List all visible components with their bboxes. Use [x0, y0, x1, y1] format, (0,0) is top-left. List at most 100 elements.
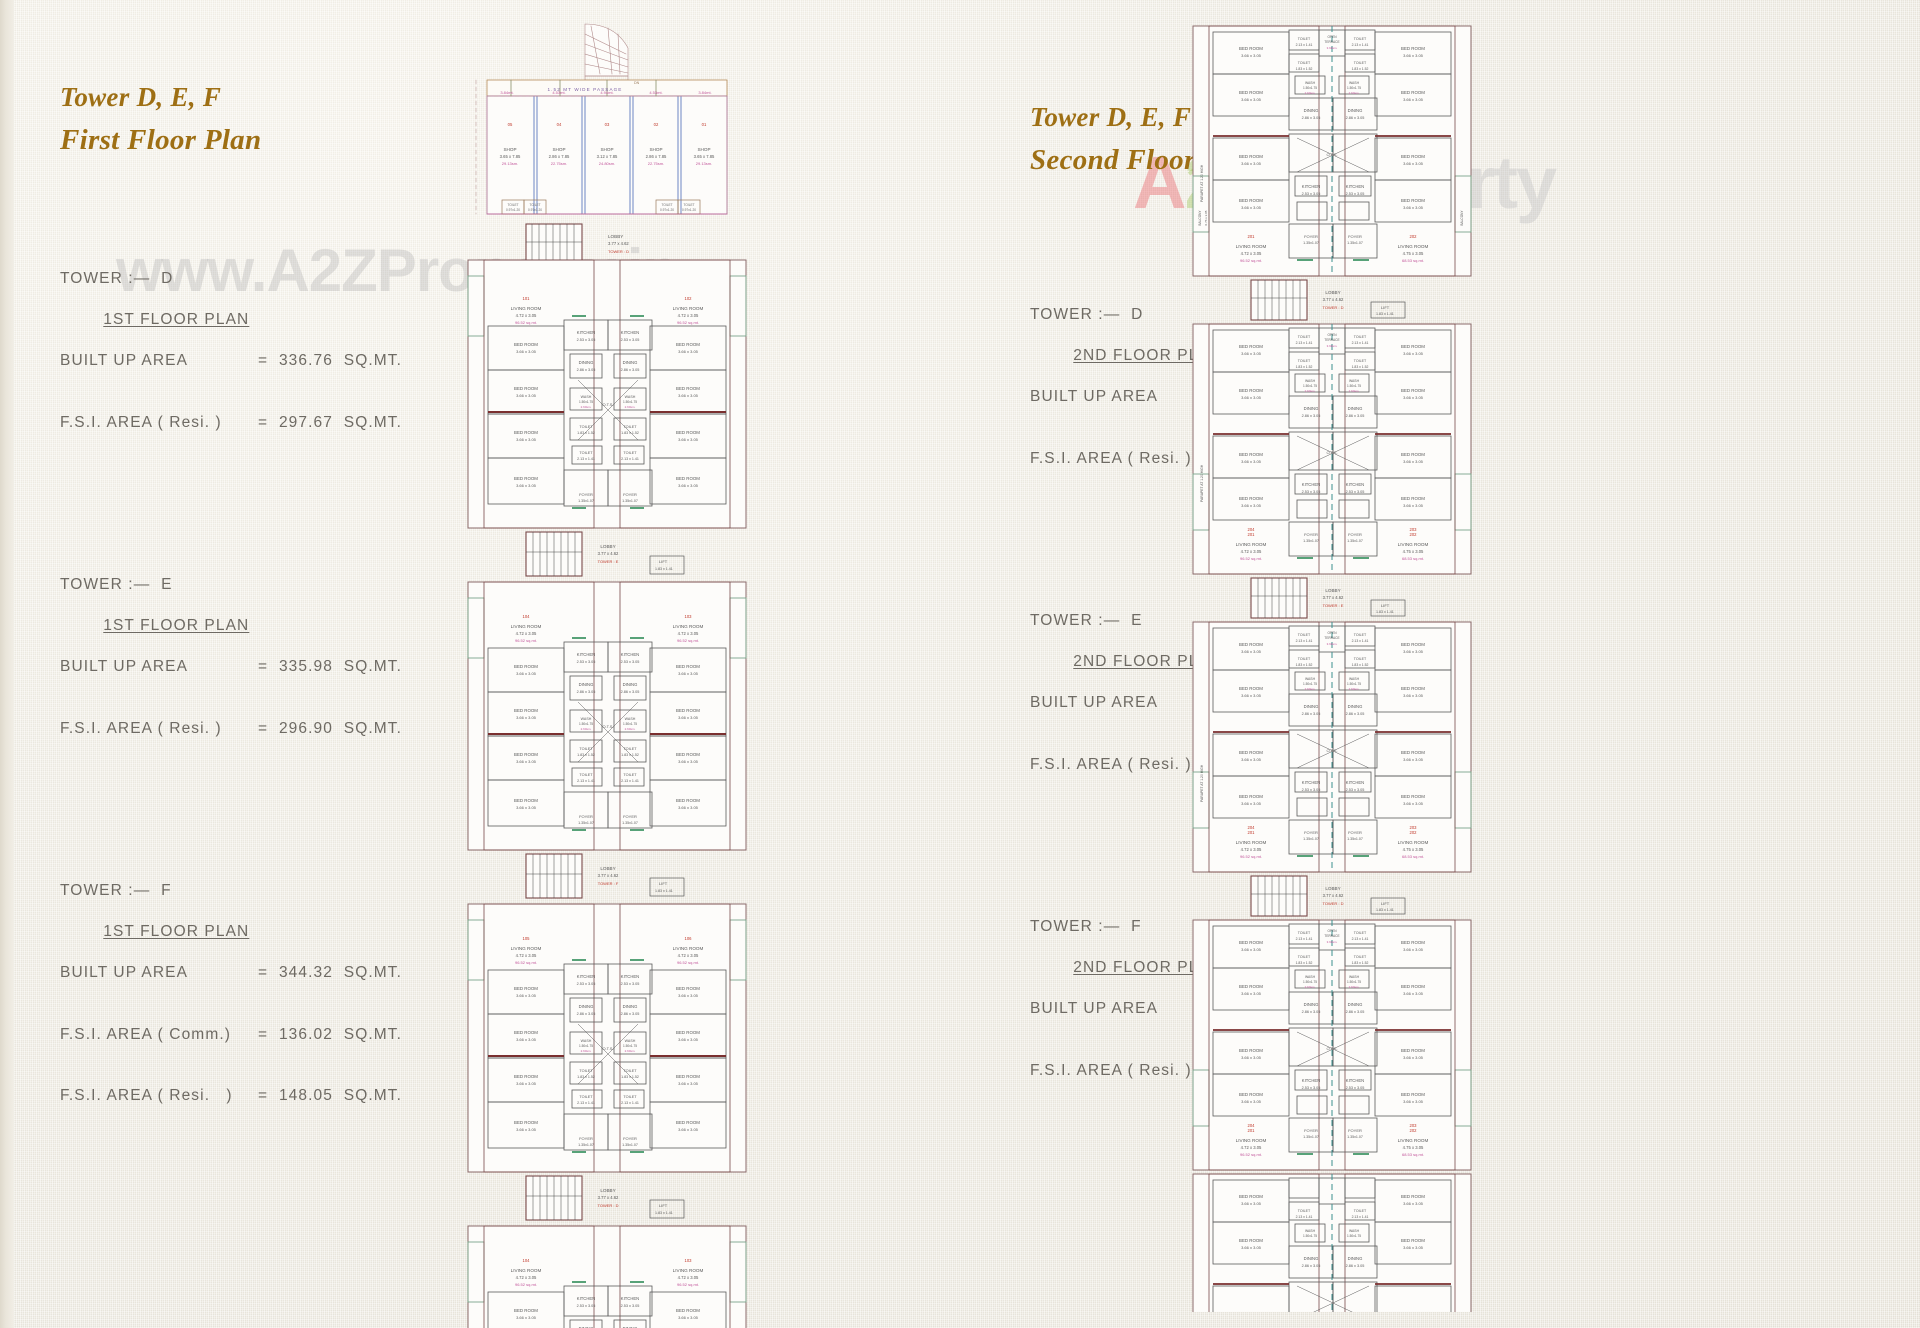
lobby-label: LOBBY: [600, 544, 615, 549]
living-room-dim: 4.72 x 3.05: [678, 953, 699, 958]
kitchen-label: KITCHEN: [621, 1296, 639, 1301]
wash-area: 2.60sm.: [581, 1049, 592, 1053]
tower-label: TOWER :— D: [60, 270, 174, 287]
tower-label: TOWER :— E: [60, 576, 173, 593]
dining-dim: 2.86 x 3.05: [1302, 1264, 1321, 1268]
toilet-dim: 2.13 x 1.41: [1352, 1215, 1369, 1219]
page-left-edge: [0, 0, 14, 1328]
unit-area: 96.52 sq.mt.: [515, 960, 537, 965]
kitchen-dim: 2.53 x 3.05: [577, 1304, 596, 1308]
foyer-dim: 1.35x1.07: [622, 821, 638, 825]
living-room-dim: 4.72 x 3.05: [678, 631, 699, 636]
shop-area: 22.75sm.: [551, 161, 567, 166]
second-floor-title-line1: Tower D, E, F: [1030, 102, 1192, 132]
residential-stack-svg: 101 LIVING ROOM 4.72 x 3.05 96.52 sq.mt.…: [467, 259, 747, 1328]
unit-number: 103: [685, 614, 693, 619]
tower-tag: TOWER : D: [608, 249, 629, 254]
lobby-dim: 3.77 x 4.62: [598, 873, 619, 878]
dn-label: DN: [634, 81, 640, 85]
foyer-label: FOYER: [579, 1136, 593, 1141]
ots-label: O.T.S.: [602, 724, 613, 729]
spec-key: F.S.I. AREA ( Resi. ): [1030, 755, 1192, 773]
shop-number: 04: [557, 122, 562, 127]
toilet-label: TOILET: [623, 1069, 637, 1073]
wash-dim: 1.50x1.75: [579, 1044, 593, 1048]
unit-number: 106: [685, 936, 693, 941]
shop-name: SHOP: [503, 147, 516, 152]
dining-label: DINING: [1348, 1256, 1363, 1261]
toilet-dim: 1.83 x 1.52: [577, 1075, 595, 1079]
stair-core-2: LOBBY 3.77 x 4.62 TOWER : E LIFT 1.83 x …: [525, 531, 685, 577]
unit-area: 96.52 sq.mt.: [677, 1282, 699, 1287]
shop-number: 03: [605, 122, 610, 127]
tower-tag: TOWER : E: [1323, 603, 1344, 608]
unit-area: 96.52 sq.mt.: [677, 960, 699, 965]
passage-label: 1.52 MT WIDE PASSAGE: [548, 87, 623, 92]
lift-label: LIFT: [659, 559, 668, 564]
dining-label: DINING: [579, 1326, 594, 1328]
bed-room-dim: 3.66 x 3.05: [516, 1127, 537, 1132]
floor-label: 1ST FLOOR PLAN: [103, 311, 250, 328]
second-floor-specs: TOWER :— D 2ND FLOOR PLAN BUILT UP AREA=…: [1030, 223, 1470, 1182]
floor-block-2: 104 103 LIVING ROOM 4.72 x 3.05 96.52 sq…: [467, 581, 747, 851]
toilet-dim: 1.83 x 1.52: [621, 753, 639, 757]
lobby-dim: 3.77 x 4.62: [608, 241, 629, 246]
toilet-label: TOILET: [683, 203, 694, 207]
bed-room-label: BED ROOM: [676, 986, 700, 991]
living-room-label: LIVING ROOM: [511, 946, 542, 951]
lift-dim: 1.83 x 1.41: [655, 889, 673, 893]
shop-name: SHOP: [600, 147, 613, 152]
wash-label: WASH: [625, 1039, 636, 1043]
bed-room-label: BED ROOM: [514, 752, 538, 757]
panel-first-floor: Tower D, E, F First Floor Plan TOWER :— …: [60, 82, 490, 1208]
bed-room-dim: 3.66 x 3.05: [678, 715, 699, 720]
toilet-dim: 2.13 x 1.41: [621, 1101, 639, 1105]
kitchen-label: KITCHEN: [577, 974, 595, 979]
bed-room-dim: 3.66 x 3.05: [516, 715, 537, 720]
lift-label: LIFT: [659, 881, 668, 886]
passage-dim: 3.84mt.: [698, 90, 711, 95]
bed-room-label: BED ROOM: [676, 1308, 700, 1313]
floor-block-r4: 204 203: [1192, 919, 1472, 1171]
shop-number: 02: [654, 122, 659, 127]
lift-label: LIFT: [1381, 305, 1390, 310]
bed-room-dim: 3.66 x 3.05: [678, 1127, 699, 1132]
stair-core-r3: LOBBY 3.77 x 4.62 TOWER : D LIFT 1.83 x …: [1250, 875, 1406, 917]
dining-label: DINING: [1304, 1256, 1319, 1261]
tower-tag: TOWER : E: [598, 559, 619, 564]
shop-name: SHOP: [552, 147, 565, 152]
ots-label: O.T.S.: [602, 1046, 613, 1051]
bed-room-label: BED ROOM: [676, 1030, 700, 1035]
first-floor-residential-stack: 101 LIVING ROOM 4.72 x 3.05 96.52 sq.mt.…: [460, 256, 760, 1328]
living-room-label: LIVING ROOM: [673, 946, 704, 951]
lobby-dim: 3.77 x 4.62: [598, 551, 619, 556]
dining-dim: 2.86 x 3.05: [621, 690, 640, 694]
foyer-dim: 1.35x1.07: [578, 821, 594, 825]
dining-dim: 2.86 x 3.05: [577, 1012, 596, 1016]
wash-dim: 1.50x1.75: [579, 722, 593, 726]
lift-label: LIFT: [1381, 901, 1390, 906]
watermark-letter-y: y: [1516, 141, 1557, 224]
kitchen-dim: 2.53 x 3.05: [621, 1304, 640, 1308]
toilet-dim: 2.13 x 1.41: [577, 779, 595, 783]
tower-label: TOWER :— F: [60, 882, 172, 899]
tower-label: TOWER :— D: [1030, 306, 1144, 323]
bed-room-label: BED ROOM: [676, 1074, 700, 1079]
unit-number: 103: [685, 1258, 693, 1263]
bed-room-label: BED ROOM: [514, 1308, 538, 1313]
living-room-label: LIVING ROOM: [511, 1268, 542, 1273]
toilet-label: TOILET: [623, 747, 637, 751]
dining-dim: 2.86 x 3.05: [1346, 1264, 1365, 1268]
spec-key: F.S.I. AREA ( Resi. ): [60, 719, 222, 737]
bed-room-dim: 3.66 x 3.05: [678, 1315, 699, 1320]
bed-room-label: BED ROOM: [514, 1120, 538, 1125]
bed-room-dim: 3.66 x 3.05: [1403, 1201, 1424, 1206]
tower-label: TOWER :— F: [1030, 918, 1142, 935]
shop-dim: 3.65 x 7.85: [500, 154, 521, 159]
toilet-label: TOILET: [1298, 1209, 1311, 1213]
spiral-stair: [584, 23, 629, 81]
dining-label: DINING: [623, 1326, 638, 1328]
toilet-label: TOILET: [529, 203, 540, 207]
spec-key: BUILT UP AREA: [60, 352, 189, 369]
